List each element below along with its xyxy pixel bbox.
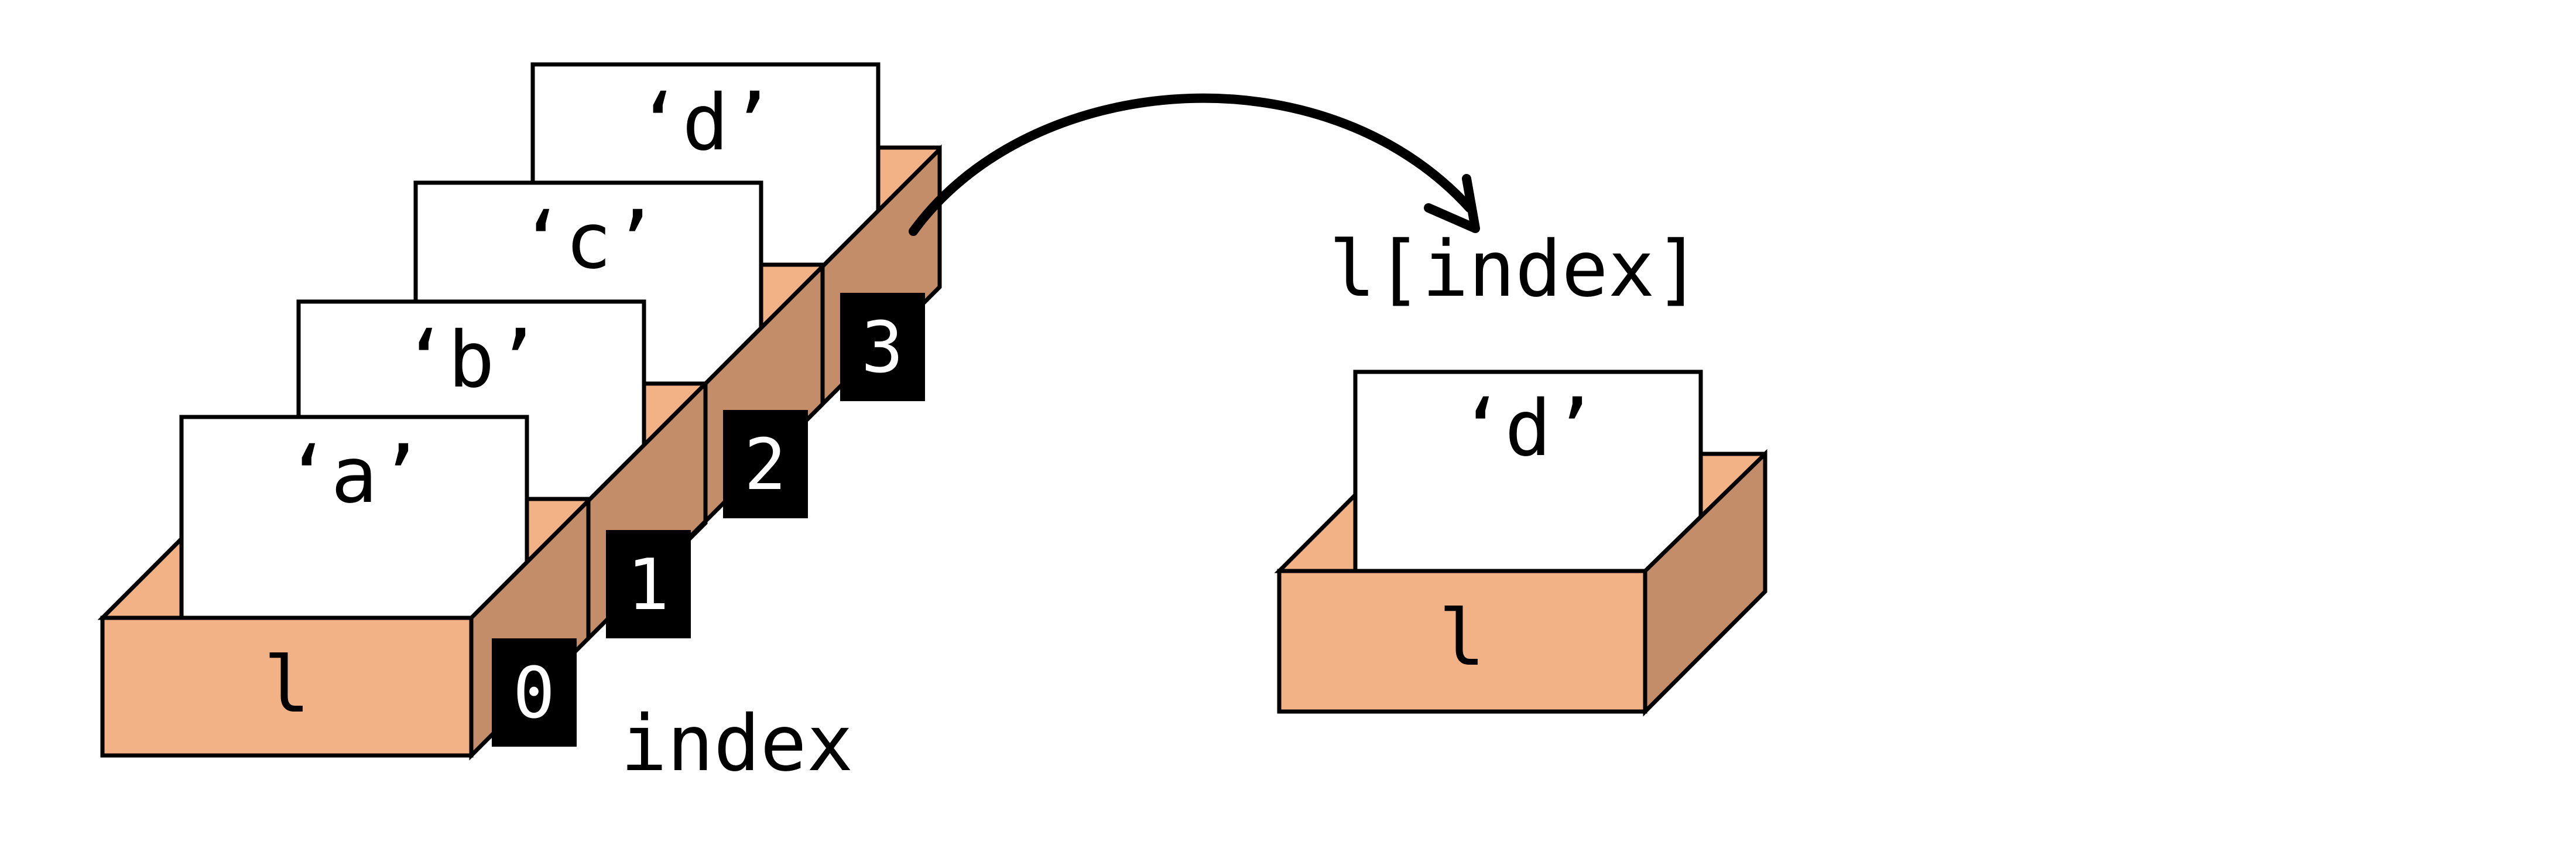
list-box-inner-left bbox=[97, 534, 184, 620]
result-card bbox=[1353, 370, 1703, 608]
result-value: ‘d’ bbox=[1458, 384, 1598, 474]
arrow-curve bbox=[909, 93, 1474, 236]
item-value-b: ‘b’ bbox=[402, 315, 541, 405]
result-box bbox=[1274, 370, 1767, 717]
index-badge-label: 0 bbox=[513, 653, 555, 734]
index-badge-label: 1 bbox=[627, 545, 669, 626]
index-badge bbox=[606, 530, 691, 638]
index-badge-label: 3 bbox=[861, 307, 903, 389]
index-badge-label: 2 bbox=[744, 425, 786, 506]
item-value-a: ‘a’ bbox=[285, 430, 424, 521]
arrow-head bbox=[1424, 174, 1480, 233]
list-box-front bbox=[100, 616, 474, 758]
result-box-label: l bbox=[1438, 593, 1485, 683]
list-box bbox=[97, 62, 942, 761]
index-badge bbox=[723, 410, 808, 518]
item-value-d: ‘d’ bbox=[636, 78, 775, 168]
result-box-inner-left bbox=[1274, 487, 1361, 573]
access-arrow bbox=[909, 93, 1480, 236]
index-badge bbox=[840, 293, 925, 401]
index-badges: 0 1 2 3 bbox=[492, 293, 925, 747]
access-expression: l[index] bbox=[1329, 224, 1701, 314]
item-card bbox=[179, 415, 529, 654]
list-box-label: l bbox=[263, 640, 310, 730]
index-caption: index bbox=[621, 699, 853, 789]
result-box-front bbox=[1277, 569, 1647, 714]
index-badge bbox=[492, 638, 577, 747]
item-value-c: ‘c’ bbox=[519, 196, 658, 286]
